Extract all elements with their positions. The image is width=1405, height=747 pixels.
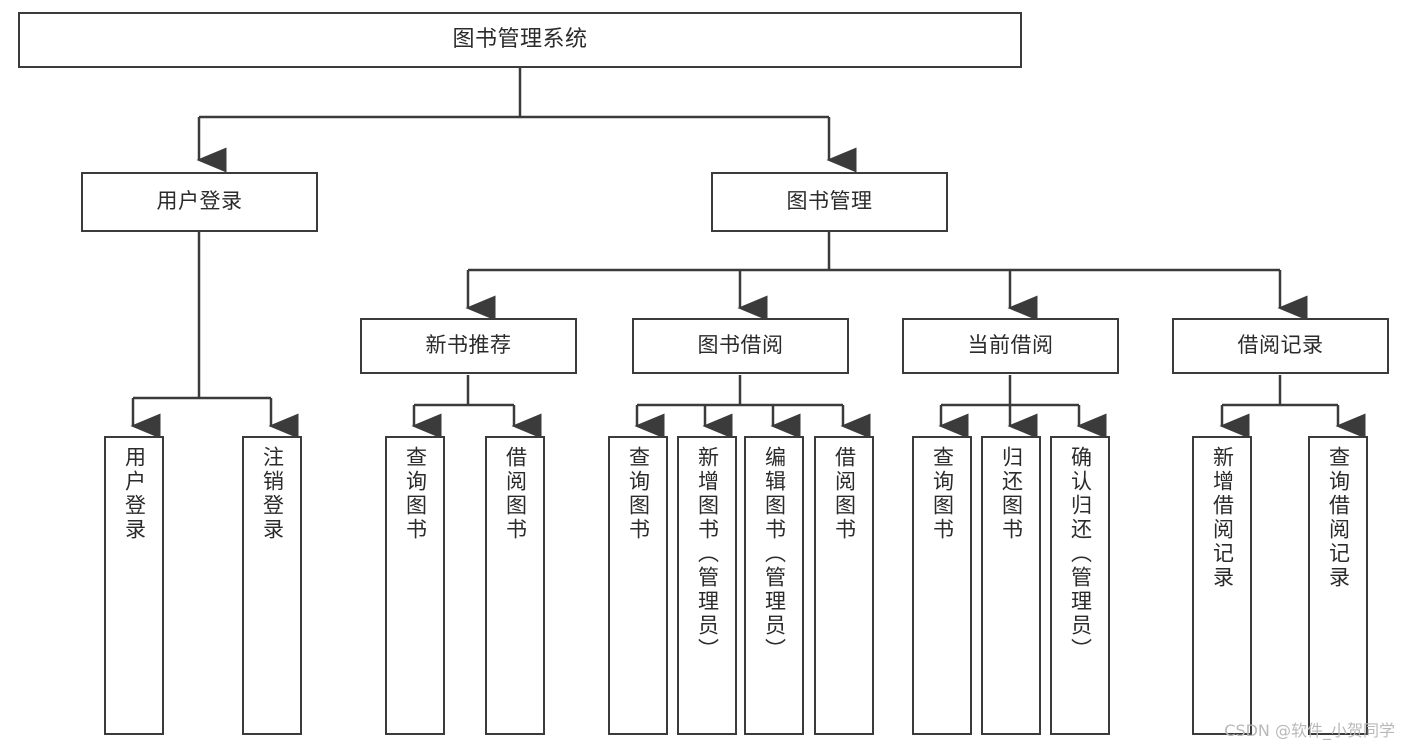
node-borrow-record[interactable]: 借阅记录 <box>1172 318 1389 374</box>
node-user-login[interactable]: 用户登录 <box>81 172 318 232</box>
node-book-borrow[interactable]: 图书借阅 <box>632 318 849 374</box>
node-label: 查询图书 <box>930 446 955 542</box>
node-label: 查询图书 <box>626 446 651 542</box>
leaf-query-book-current[interactable]: 查询图书 <box>912 436 972 735</box>
leaf-query-book-recommend[interactable]: 查询图书 <box>385 436 445 735</box>
node-label: 图书借阅 <box>697 333 784 358</box>
node-label: 新书推荐 <box>425 333 512 358</box>
node-label: 图书管理 <box>786 189 873 214</box>
node-label: 编辑图书（管理员） <box>762 446 787 662</box>
node-label: 借阅图书 <box>832 446 857 542</box>
node-label: 当前借阅 <box>967 333 1054 358</box>
node-label: 确认归还（管理员） <box>1068 446 1093 662</box>
node-book-management[interactable]: 图书管理 <box>711 172 948 232</box>
leaf-edit-book[interactable]: 编辑图书（管理员） <box>744 436 804 735</box>
node-label: 借阅记录 <box>1237 333 1324 358</box>
node-label: 注销登录 <box>260 446 285 542</box>
csdn-watermark: CSDN @软件_小贺同学 <box>1224 721 1395 740</box>
node-label: 查询图书 <box>403 446 428 542</box>
node-label: 新增借阅记录 <box>1210 446 1235 590</box>
node-label: 用户登录 <box>156 189 243 214</box>
leaf-confirm-return[interactable]: 确认归还（管理员） <box>1050 436 1110 735</box>
leaf-query-book-borrow[interactable]: 查询图书 <box>608 436 668 735</box>
node-label: 借阅图书 <box>503 446 528 542</box>
leaf-borrow-book[interactable]: 借阅图书 <box>814 436 874 735</box>
leaf-logout-login[interactable]: 注销登录 <box>242 436 302 735</box>
leaf-add-borrow-record[interactable]: 新增借阅记录 <box>1192 436 1252 735</box>
node-label: 归还图书 <box>999 446 1024 542</box>
node-current-borrow[interactable]: 当前借阅 <box>902 318 1119 374</box>
node-book-management-system[interactable]: 图书管理系统 <box>18 12 1022 68</box>
node-label: 图书管理系统 <box>452 26 588 52</box>
node-label: 查询借阅记录 <box>1326 446 1351 590</box>
leaf-return-book[interactable]: 归还图书 <box>981 436 1041 735</box>
node-label: 新增图书（管理员） <box>695 446 720 662</box>
leaf-user-login[interactable]: 用户登录 <box>104 436 164 735</box>
leaf-query-borrow-record[interactable]: 查询借阅记录 <box>1308 436 1368 735</box>
leaf-borrow-book-recommend[interactable]: 借阅图书 <box>485 436 545 735</box>
node-label: 用户登录 <box>122 446 147 542</box>
node-new-book-recommend[interactable]: 新书推荐 <box>360 318 577 374</box>
leaf-add-book[interactable]: 新增图书（管理员） <box>677 436 737 735</box>
